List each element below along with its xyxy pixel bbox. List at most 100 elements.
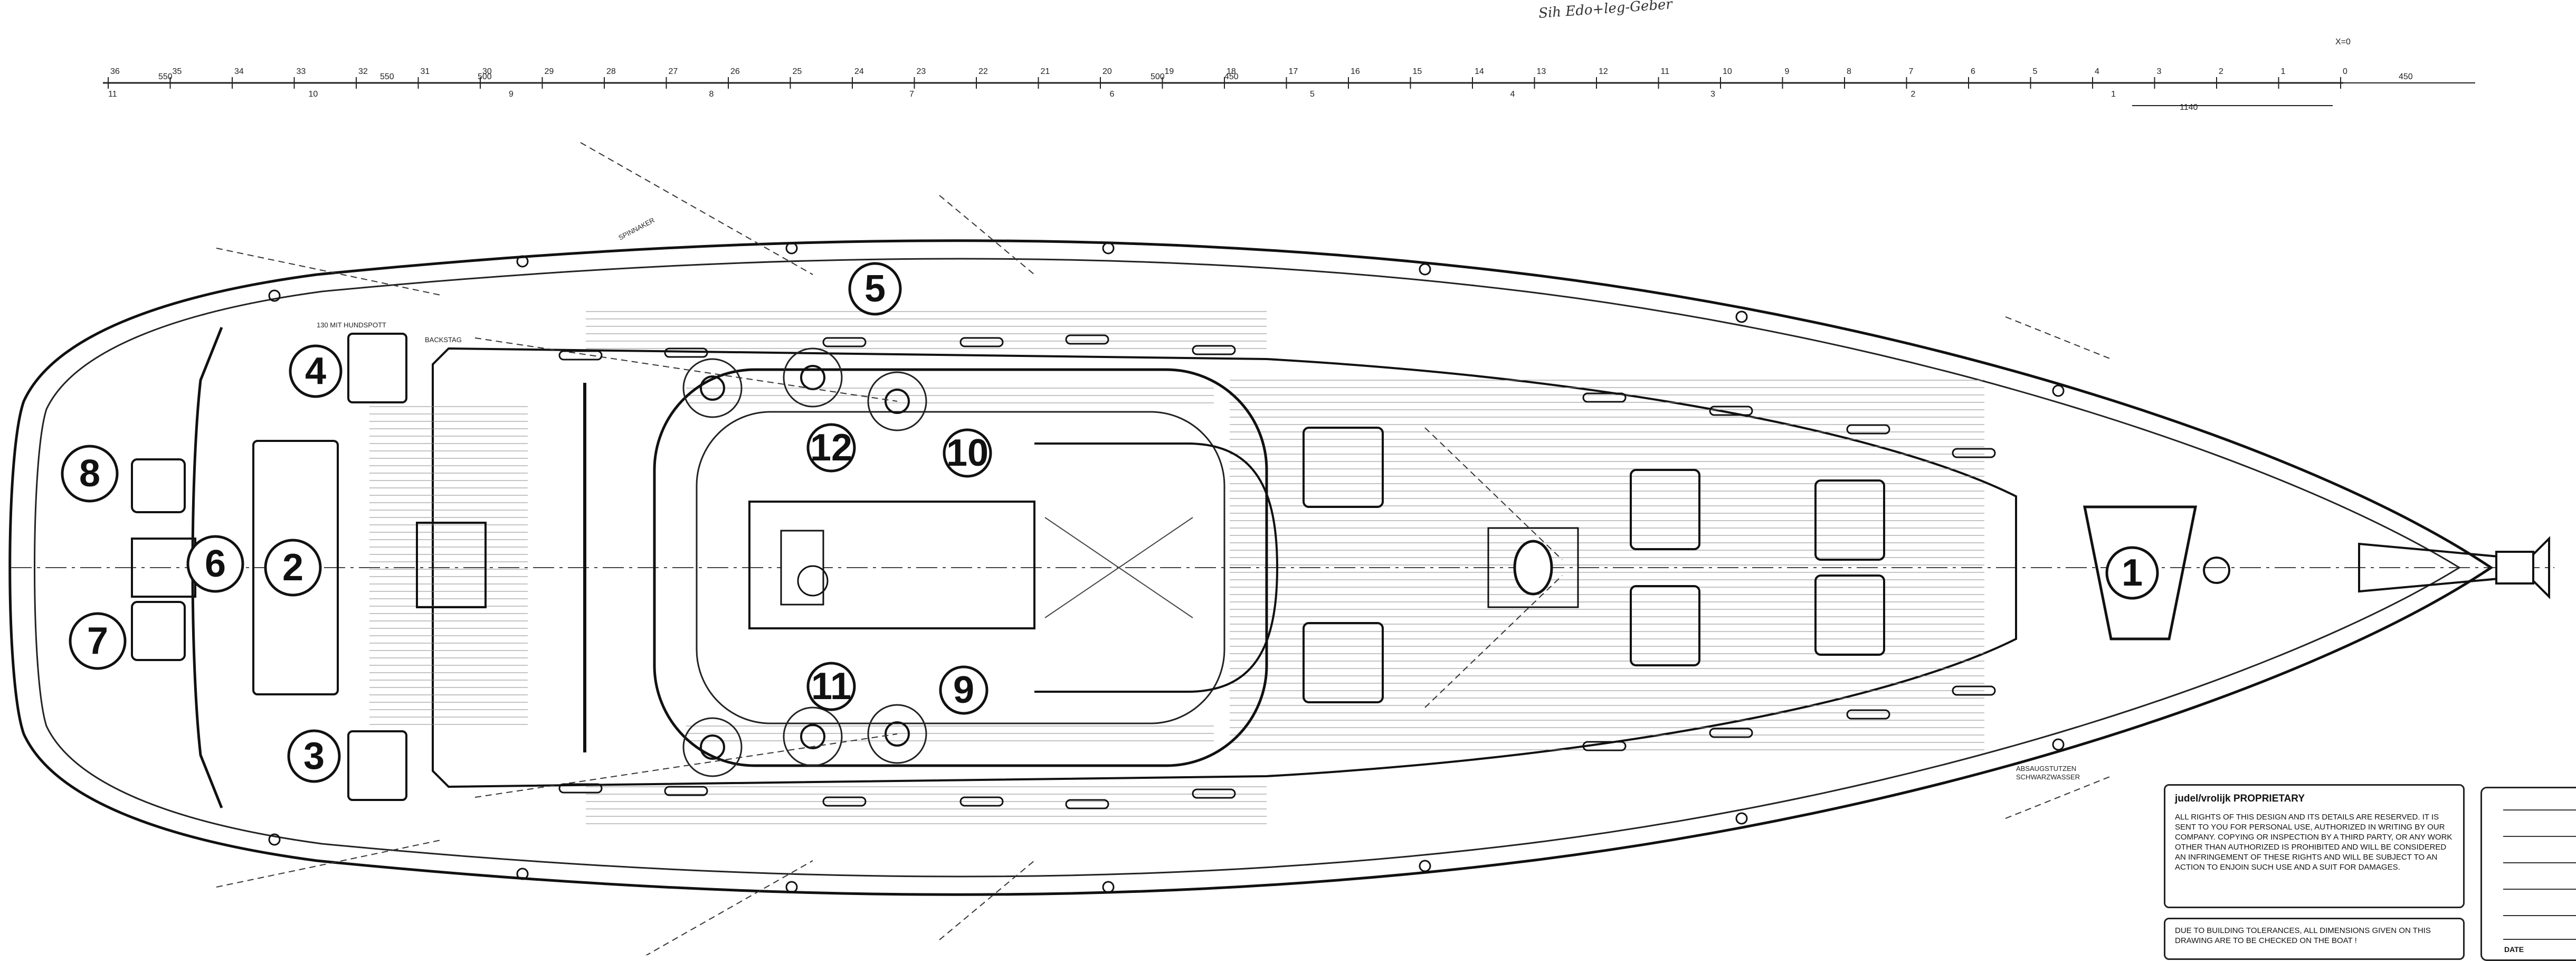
title-block-rule <box>2503 915 2576 916</box>
dimension-label: 450 <box>2399 72 2413 81</box>
stanchion-base <box>516 255 529 268</box>
rigging-lines <box>216 142 2112 955</box>
station-label: 15 <box>1413 67 1422 76</box>
title-block-rule <box>2503 836 2576 837</box>
cockpit-well <box>653 368 1268 767</box>
shackle-annotation: 130 MIT HUNDSPOTT <box>317 321 386 329</box>
winch-icon <box>783 706 843 767</box>
track-slot <box>822 796 867 807</box>
hull-outline <box>8 239 2494 896</box>
deck-hatches <box>1303 427 1885 703</box>
track-slot <box>1952 448 1996 458</box>
station-label: 0 <box>2343 67 2347 76</box>
track-slot <box>959 337 1004 347</box>
stanchion-base <box>2052 384 2065 397</box>
station-label: 14 <box>1475 67 1484 76</box>
marker-number: 7 <box>87 620 108 662</box>
title-block-rule <box>2503 809 2576 811</box>
toe-rail <box>34 258 2461 878</box>
hatch <box>1630 585 1700 666</box>
station-label: 36 <box>110 67 120 76</box>
marker-circle <box>806 423 856 473</box>
title-block-rule <box>2503 862 2576 863</box>
dimension-label: 500 <box>1151 72 1165 81</box>
hatch <box>1630 469 1700 550</box>
genoa-tracks <box>558 334 1996 809</box>
title-block-rule <box>2503 939 2576 940</box>
track-slot <box>664 786 708 796</box>
compass-icon <box>797 565 829 597</box>
station-label: 17 <box>1289 67 1298 76</box>
station-sub-label: 5 <box>1310 90 1315 99</box>
stanchion-base <box>268 289 281 302</box>
track-slot <box>1846 424 1890 435</box>
station-label: 24 <box>854 67 864 76</box>
station-label: 16 <box>1351 67 1360 76</box>
dimension-label: 1140 <box>2180 103 2198 112</box>
marker-circle <box>2105 546 2159 600</box>
companionway-dodger <box>1034 442 1279 693</box>
station-label: 12 <box>1599 67 1608 76</box>
coachroof-outline <box>432 347 2017 788</box>
waste-outlet-annotation: ABSAUGSTUTZEN SCHWARZWASSER <box>2016 765 2080 781</box>
marker-number: 5 <box>864 268 886 310</box>
station-label: 5 <box>2033 67 2038 76</box>
station-label: 31 <box>421 67 430 76</box>
track-slot <box>1709 406 1753 416</box>
marker-number: 1 <box>2122 552 2143 594</box>
stern-locker-2 <box>252 440 339 695</box>
station-sub-label: 1 <box>2111 90 2116 99</box>
station-sub-label: 2 <box>1911 90 1916 99</box>
track-slot <box>1065 334 1109 345</box>
station-sub-label: 7 <box>909 90 914 99</box>
marker-number: 8 <box>79 453 100 495</box>
tolerance-notice: DUE TO BUILDING TOLERANCES, ALL DIMENSIO… <box>2164 918 2465 960</box>
marker-number: 9 <box>953 669 974 711</box>
marker-circle <box>289 344 343 398</box>
swim-platform-step-8 <box>131 458 186 513</box>
track-slot <box>1192 788 1236 799</box>
marker-circle <box>69 612 127 670</box>
station-label: 9 <box>1785 67 1790 76</box>
station-label: 25 <box>793 67 802 76</box>
station-label: 20 <box>1102 67 1112 76</box>
winch-drum <box>800 724 825 749</box>
station-sub-label: 8 <box>709 90 714 99</box>
station-label: 3 <box>2157 67 2162 76</box>
bow-fitting <box>2495 551 2534 585</box>
marker-circle <box>287 729 341 783</box>
stanchion-base <box>785 881 798 893</box>
winch-drum <box>885 721 910 747</box>
station-sub-label: 4 <box>1510 90 1515 99</box>
marker-circle <box>939 665 988 715</box>
station-sub-label: 3 <box>1710 90 1715 99</box>
station-label: 18 <box>1227 67 1236 76</box>
station-label: 32 <box>358 67 368 76</box>
marker-number: 4 <box>305 350 326 392</box>
cockpit-inner <box>696 411 1225 724</box>
dimension-label: 500 <box>478 72 492 81</box>
marker-circle <box>943 428 992 478</box>
dimension-label: 550 <box>158 72 173 81</box>
track-slot <box>1065 799 1109 809</box>
station-label: 27 <box>669 67 678 76</box>
track-slot <box>1192 345 1236 355</box>
station-label: 26 <box>730 67 740 76</box>
hatch <box>1814 479 1885 561</box>
track-slot <box>959 796 1004 807</box>
marker-circle <box>186 535 244 593</box>
track-slot <box>1582 392 1627 403</box>
marker-number: 12 <box>810 427 852 469</box>
marker-number: 10 <box>946 432 988 474</box>
station-sub-label: 6 <box>1110 90 1115 99</box>
stanchion-base <box>1102 242 1115 255</box>
proprietary-text: ALL RIGHTS OF THIS DESIGN AND ITS DETAIL… <box>2175 813 2453 872</box>
station-label: 35 <box>173 67 182 76</box>
hatch <box>1303 622 1384 703</box>
stern-locker-3 <box>347 730 407 801</box>
stanchion-base <box>268 833 281 846</box>
windlass-icon <box>2203 557 2230 584</box>
date-label: DATE <box>2504 945 2524 954</box>
